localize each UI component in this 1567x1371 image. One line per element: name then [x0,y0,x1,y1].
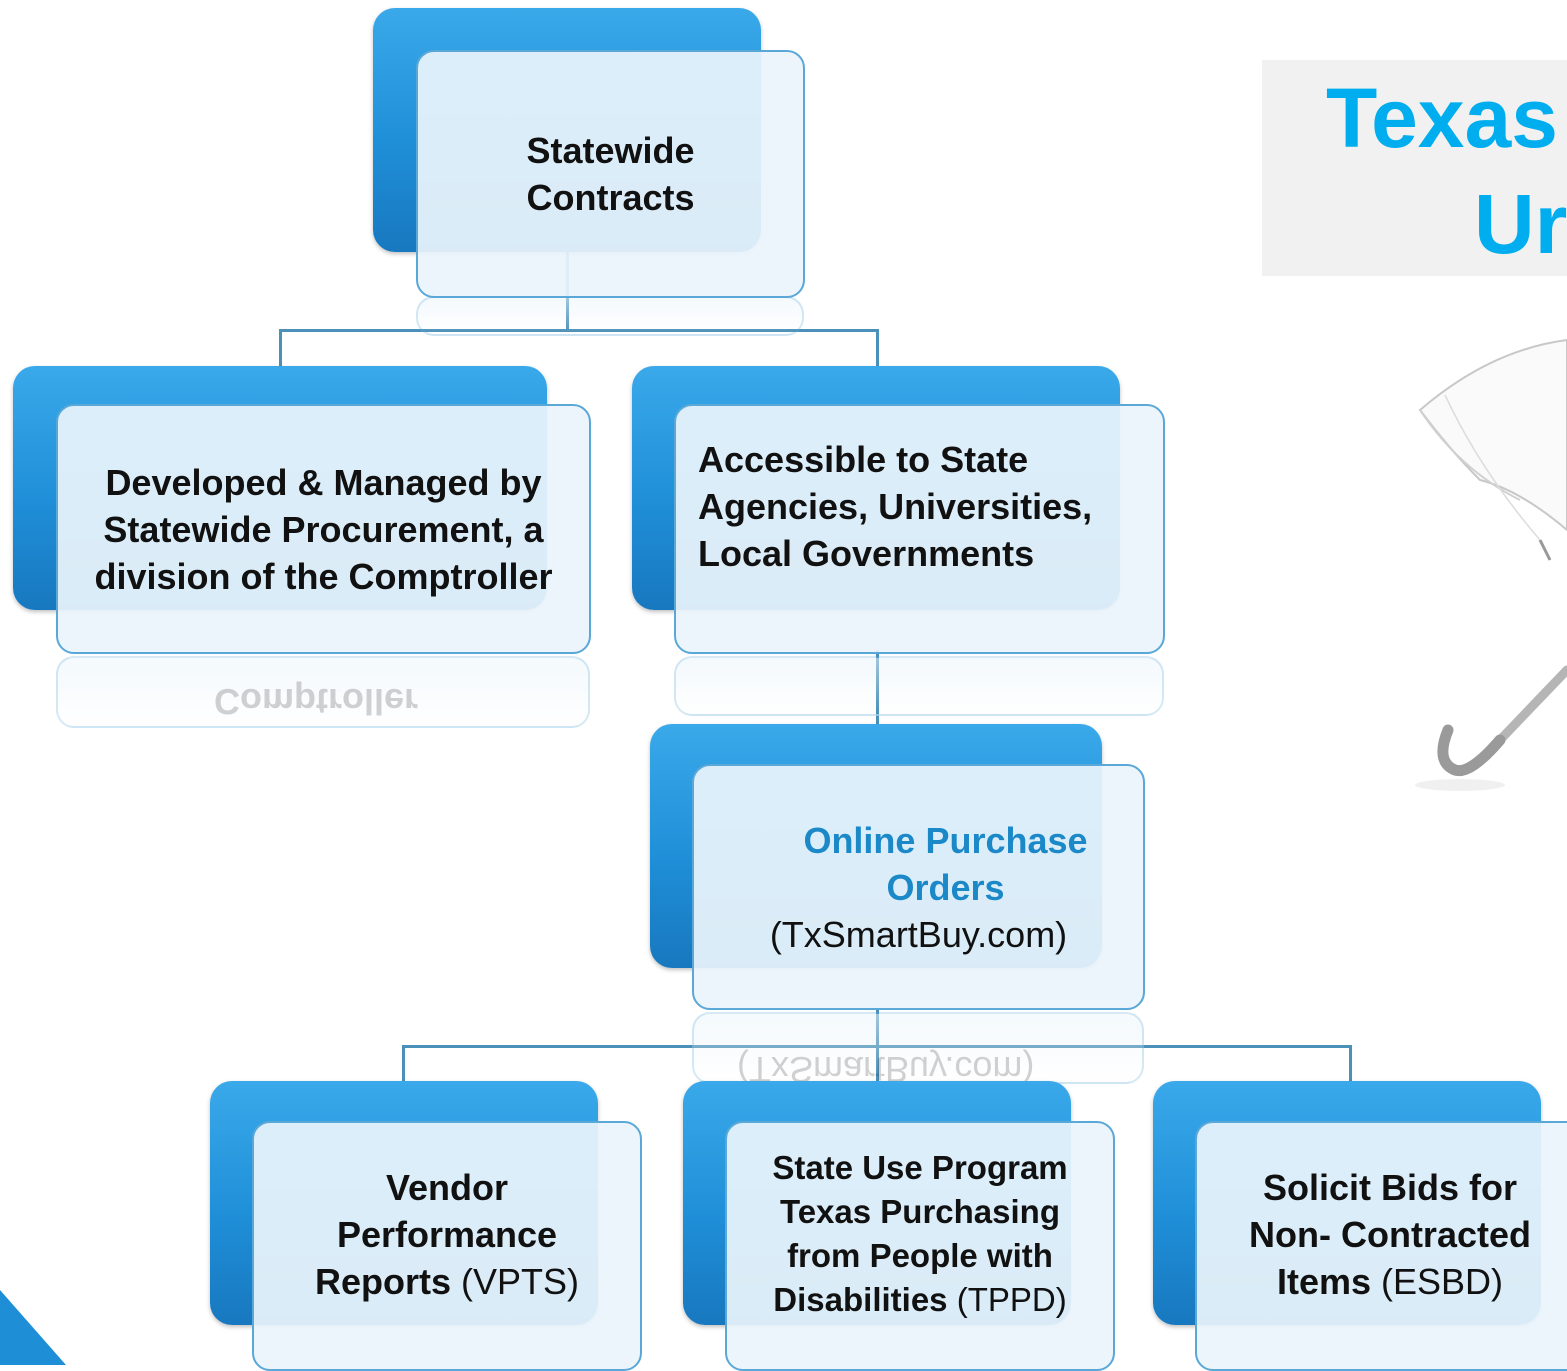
node-stateuse-bold: State Use Program Texas Purchasing from … [772,1149,1068,1318]
node-developed-managed: Developed & Managed by Statewide Procure… [13,366,591,654]
node-vendor-performance: Vendor Performance Reports (VPTS) [210,1081,642,1371]
node-online-url: (TxSmartBuy.com) [769,913,1068,955]
connector-solicit-down [1349,1045,1352,1085]
node-stateuse-code: (TPPD) [947,1281,1067,1318]
node-developed-managed-label: Developed & Managed by Statewide Procure… [94,461,553,597]
title-box: Texas Ur [1262,60,1567,276]
node-vendor-label: Vendor Performance Reports (VPTS) [297,1164,597,1305]
root-reflection [416,296,804,336]
title-line-2: Ur [1474,177,1567,271]
connector-vendor-down [402,1045,405,1085]
node-state-use: State Use Program Texas Purchasing from … [683,1081,1115,1371]
node-solicit-label: Solicit Bids for Non- Contracted Items (… [1230,1164,1550,1305]
umbrella-icon [1415,338,1567,791]
node-vendor-bold: Vendor Performance Reports [314,1166,558,1302]
node-accessible: Accessible to State Agencies, Universiti… [632,366,1165,654]
developed-reflection [56,656,590,728]
connector-left-down [279,329,282,369]
node-stateuse-label: State Use Program Texas Purchasing from … [748,1146,1093,1322]
corner-accent-shape [0,1290,66,1365]
connector-right-down [876,329,879,369]
accessible-reflection [674,656,1164,716]
node-statewide-contracts: Statewide Contracts [373,8,805,298]
node-solicit-bold: Solicit Bids for Non- Contracted Items [1249,1166,1531,1302]
title-line-1: Texas [1326,71,1558,165]
node-statewide-contracts-label: Statewide Contracts [526,130,695,218]
node-solicit-bids: Solicit Bids for Non- Contracted Items (… [1153,1081,1567,1371]
node-online-purchase-orders: Online Purchase Orders (TxSmartBuy.com) [650,724,1145,1010]
node-accessible-label: Accessible to State Agencies, Universiti… [698,438,1093,574]
node-solicit-code: (ESBD) [1371,1260,1504,1302]
node-vendor-code: (VPTS) [451,1260,580,1302]
node-online-title: Online Purchase Orders [803,819,1088,908]
developed-reflection-text: Comptroller [214,681,419,722]
